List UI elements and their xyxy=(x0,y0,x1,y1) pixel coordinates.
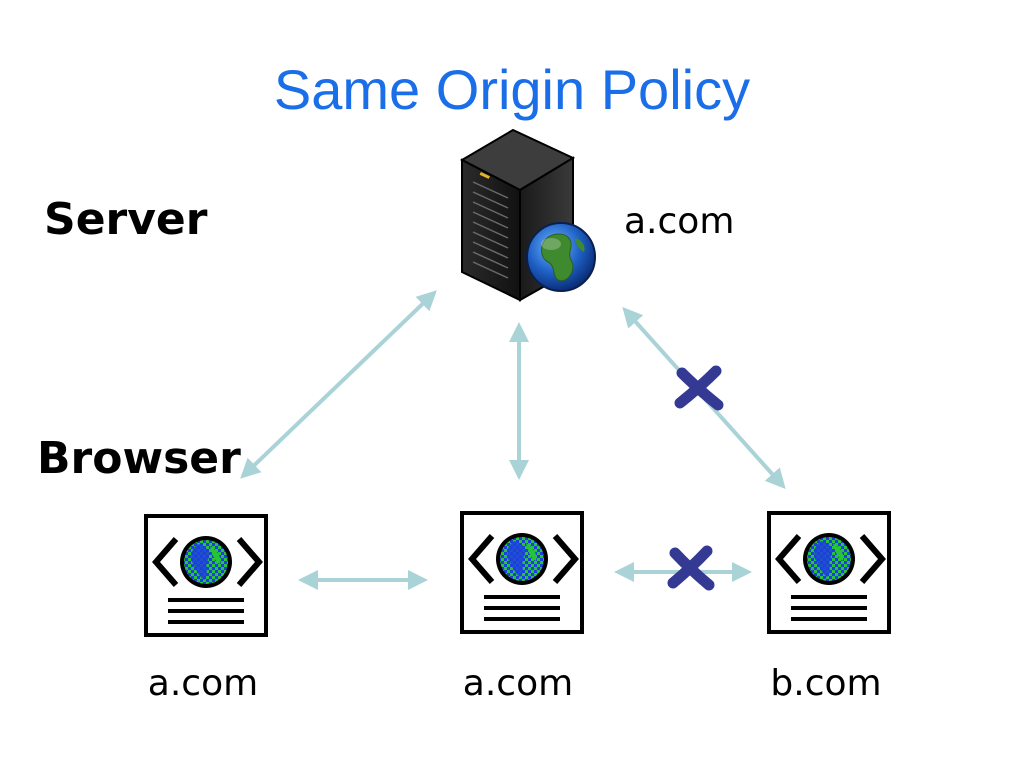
browser-1-domain-label: a.com xyxy=(147,663,259,704)
server-rack-with-globe-icon xyxy=(459,128,596,302)
browser-window-icon-2 xyxy=(460,511,584,634)
slide-title: Same Origin Policy xyxy=(273,58,751,121)
connection-arrow-browser1-server xyxy=(240,290,437,479)
blocked-x-icon xyxy=(667,545,715,591)
blocked-x-icon xyxy=(674,365,724,411)
server-domain-label: a.com xyxy=(624,201,735,242)
browser-3-domain-label: b.com xyxy=(770,663,882,704)
browser-row-label: Browser xyxy=(37,433,241,484)
server-row-label: Server xyxy=(44,194,208,245)
browser-window-icon-3 xyxy=(767,511,891,634)
browser-2-domain-label: a.com xyxy=(462,663,574,704)
browser-window-icon-1 xyxy=(144,514,268,637)
